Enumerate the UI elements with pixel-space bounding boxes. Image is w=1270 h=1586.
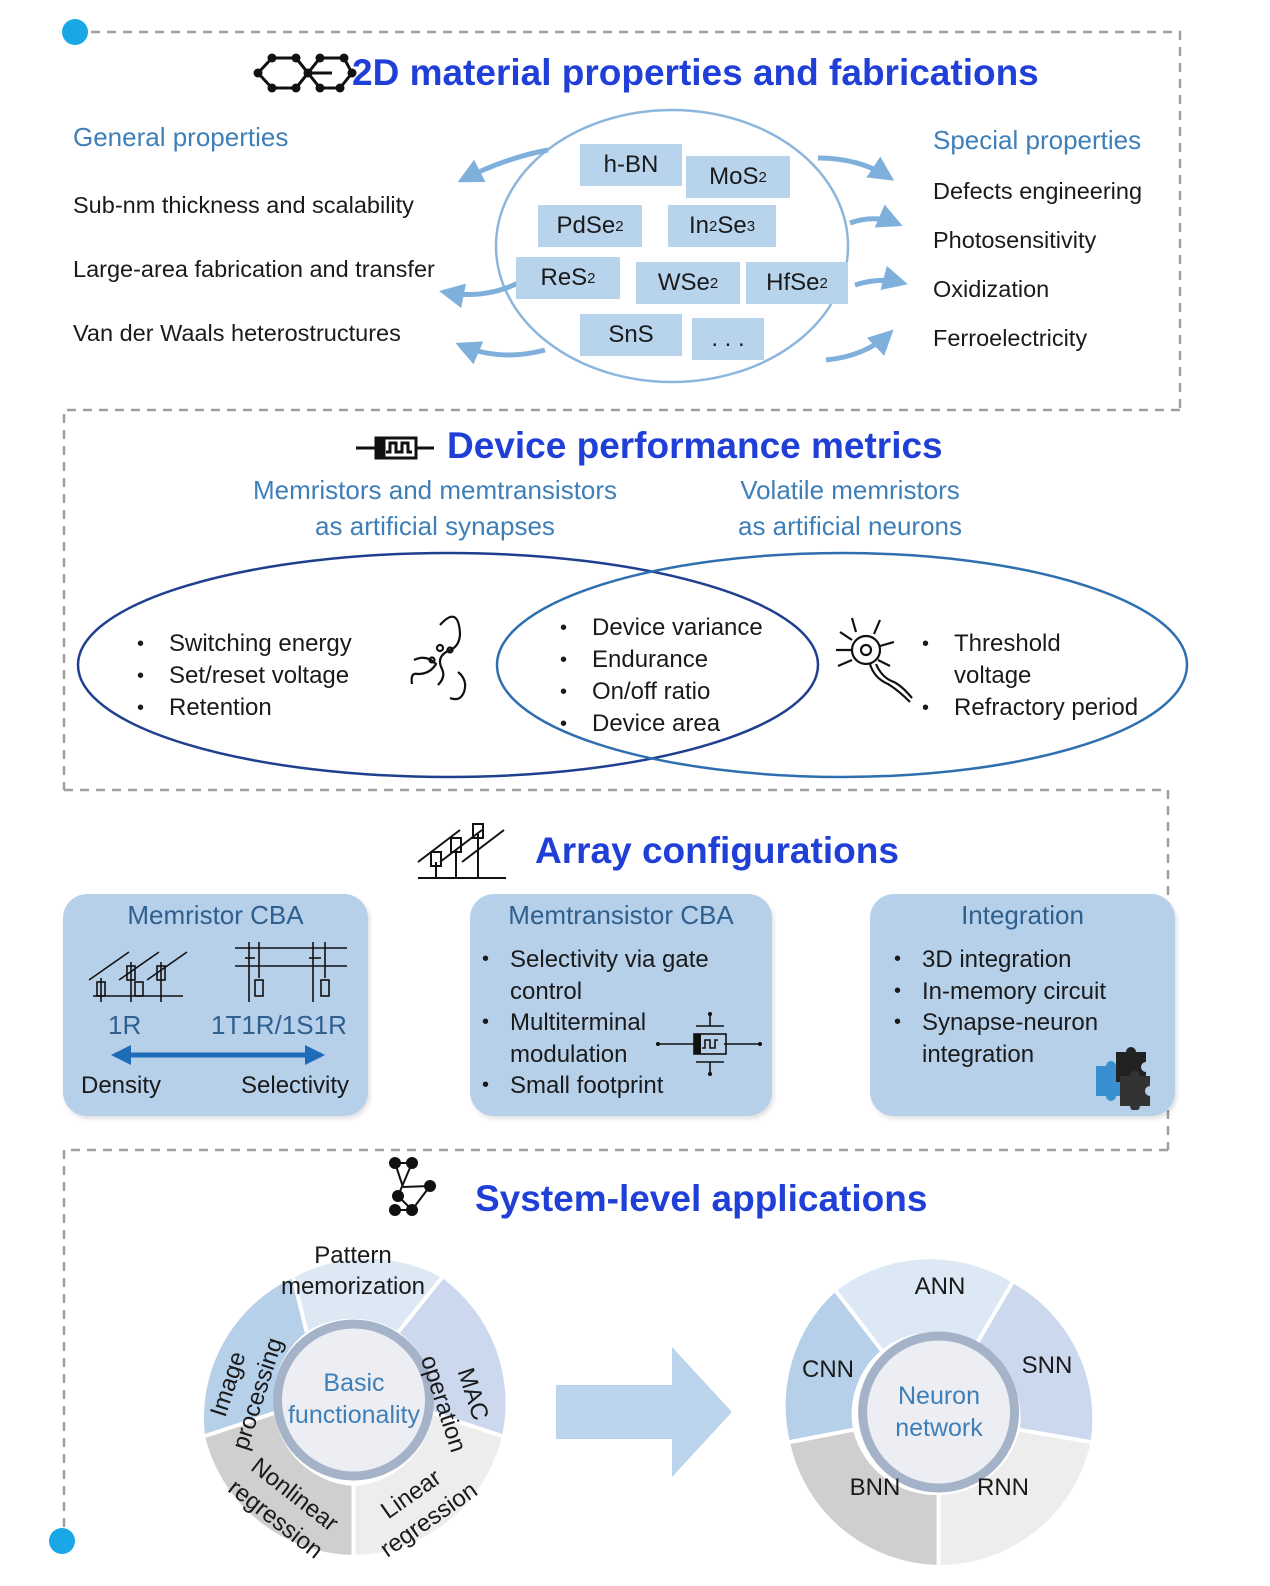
section-3-title: Array configurations [535, 830, 899, 871]
material-chip-hbn: h-BN [580, 144, 682, 186]
general-item-2: Large-area fabrication and transfer [73, 256, 435, 282]
neuron-icon [836, 617, 913, 703]
synapse-metric-item: Set/reset voltage [133, 660, 352, 692]
synapse-ellipse [76, 551, 820, 779]
network-icon [389, 1157, 436, 1216]
curved-arrows [439, 147, 908, 365]
general-item-3: Van der Waals heterostructures [73, 320, 401, 346]
synapse-heading-line-1: Memristors and memtransistors [252, 475, 618, 505]
neuron-metric-item: Refractory period [918, 692, 1138, 724]
special-item-3: Oxidization [933, 276, 1050, 302]
integration-feature-item: In-memory circuit [890, 976, 1106, 1008]
memtransistor-feature-item-continued: modulation [510, 1040, 628, 1068]
memtransistor-feature-item: Multiterminal [478, 1007, 709, 1039]
material-chip-more: . . . [692, 318, 764, 360]
memtransistor-feature-item: Selectivity via gate [478, 944, 709, 976]
synapse-metric-item: Switching energy [133, 628, 352, 660]
materials-ellipse [494, 108, 850, 384]
neuron-network-line-1: Neuron [898, 1382, 980, 1410]
shared-metric-item: Device area [556, 708, 763, 740]
pattern-memorization-label: Pattern memorization [268, 1240, 438, 1302]
pattern-memorization-line-1: Pattern [314, 1242, 392, 1269]
frame-section-2 [62, 408, 1180, 790]
section-4-title: System-level applications [475, 1178, 928, 1219]
start-dot [62, 19, 88, 45]
integration-feature-item-continued: integration [922, 1040, 1035, 1068]
memristor-cba-card: Memristor CBA 1R 1T1R/1 [63, 894, 368, 1116]
synapse-metric-list: Switching energy Set/reset voltage Reten… [133, 628, 352, 724]
memtransistor-cba-title: Memtransistor CBA [508, 900, 734, 930]
neuron-metric-item-continued: voltage [954, 662, 1032, 689]
memristor-cba-title: Memristor CBA [127, 900, 304, 930]
shared-metric-item: On/off ratio [556, 676, 763, 708]
label-1t1r-1s1r: 1T1R/1S1R [211, 1010, 347, 1040]
shared-metric-item: Endurance [556, 644, 763, 676]
memristor-icon [356, 436, 434, 460]
special-properties-heading: Special properties [933, 125, 1142, 155]
memtransistor-feature-item-continued: control [510, 977, 583, 1005]
shared-metric-list: Device variance Endurance On/off ratio D… [556, 612, 763, 740]
crossbar-1r-diagram [88, 942, 347, 1002]
material-chip-sns: SnS [580, 314, 682, 356]
general-properties-heading: General properties [73, 122, 289, 152]
basic-functionality-line-2: functionality [287, 1401, 421, 1429]
crossbar-icon [417, 823, 506, 879]
hexagon-molecule-nodes [253, 53, 357, 93]
neuron-heading-line-2: as artificial neurons [738, 511, 962, 541]
basic-functionality-wheel [203, 1258, 506, 1555]
label-1r: 1R [108, 1010, 142, 1040]
memtransistor-feature-list: Selectivity via gate control Multitermin… [478, 944, 709, 1102]
segment-cnn: CNN [802, 1356, 854, 1383]
pattern-memorization-line-2: memorization [280, 1273, 426, 1300]
segment-ann: ANN [914, 1273, 966, 1300]
density-label: Density [81, 1072, 162, 1099]
shared-metric-item: Device variance [556, 612, 763, 644]
memtransistor-icon [656, 1012, 762, 1076]
puzzle-icon [1096, 1047, 1150, 1110]
memtransistor-feature-item: Small footprint [478, 1070, 709, 1102]
synapse-heading-line-2: as artificial synapses [315, 511, 555, 541]
neuron-network-line-2: network [895, 1414, 983, 1442]
memtransistor-cba-card: Memtransistor CBA Selectivity via gate c… [470, 894, 772, 1116]
segment-snn: SNN [1021, 1352, 1073, 1379]
neuron-network-wheel [785, 1259, 1093, 1566]
integration-feature-item: 3D integration [890, 944, 1106, 976]
neuron-metric-item: Threshold [918, 628, 1138, 660]
section-2-title: Device performance metrics [447, 425, 943, 466]
big-right-arrow [556, 1347, 732, 1477]
integration-title: Integration [961, 900, 1084, 930]
frame-section-1 [75, 30, 1182, 410]
neuron-ellipse [495, 551, 1189, 779]
special-item-2: Photosensitivity [933, 227, 1097, 253]
synapse-icon [410, 615, 467, 701]
segment-rnn: RNN [977, 1474, 1029, 1501]
general-item-1: Sub-nm thickness and scalability [73, 192, 414, 218]
neuron-network-label: Neuron network [863, 1380, 1015, 1444]
density-selectivity-arrow [111, 1045, 325, 1065]
basic-functionality-line-1: Basic [323, 1369, 385, 1397]
special-item-1: Defects engineering [933, 178, 1143, 204]
segment-bnn: BNN [849, 1474, 901, 1501]
neuron-heading-line-1: Volatile memristors [740, 475, 960, 505]
selectivity-label: Selectivity [241, 1072, 350, 1099]
synapse-metric-item: Retention [133, 692, 352, 724]
neuron-metric-list: Threshold voltage Refractory period [918, 628, 1138, 724]
section-1-title: 2D material properties and fabrications [352, 52, 1039, 93]
integration-feature-item: Synapse-neuron [890, 1007, 1106, 1039]
basic-functionality-label: Basic functionality [278, 1367, 430, 1431]
frame-section-4 [62, 1148, 1168, 1535]
integration-feature-list: 3D integration In-memory circuit Synapse… [890, 944, 1106, 1070]
special-item-4: Ferroelectricity [933, 325, 1088, 351]
integration-card: Integration 3D integration In-memory cir… [870, 894, 1175, 1116]
end-dot [49, 1528, 75, 1554]
